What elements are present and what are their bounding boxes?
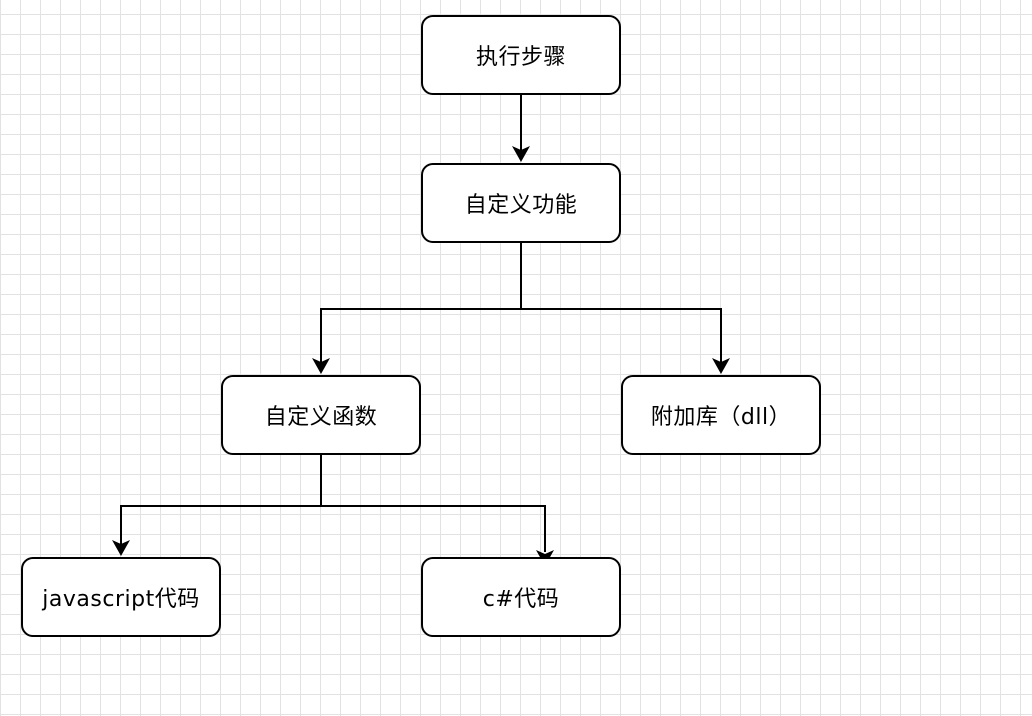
edge-custom-func-to-js-code [120, 455, 322, 544]
node-custom-function[interactable]: 自定义函数 [221, 375, 421, 455]
node-javascript-code[interactable]: javascript代码 [21, 557, 221, 637]
node-custom-feature[interactable]: 自定义功能 [421, 163, 621, 243]
arrowhead-js-code [112, 540, 130, 556]
node-label: 附加库（dll） [650, 405, 792, 430]
arrowhead-custom-function [512, 146, 530, 162]
node-label: javascript代码 [42, 587, 200, 612]
edge-custom-func-to-cs-code [321, 505, 546, 552]
node-execution-steps[interactable]: 执行步骤 [421, 15, 621, 95]
node-csharp-code[interactable]: c#代码 [421, 557, 621, 637]
arrowhead-custom-func [312, 358, 330, 374]
node-label: 自定义函数 [264, 405, 378, 430]
edge-custom-function-to-dll [521, 308, 722, 362]
node-label: 执行步骤 [475, 45, 566, 70]
edge-custom-function-to-custom-func [320, 243, 522, 362]
node-label: 自定义功能 [464, 193, 578, 218]
node-label: c#代码 [482, 587, 560, 612]
arrowhead-dll [712, 358, 730, 374]
node-dll-library[interactable]: 附加库（dll） [621, 375, 821, 455]
